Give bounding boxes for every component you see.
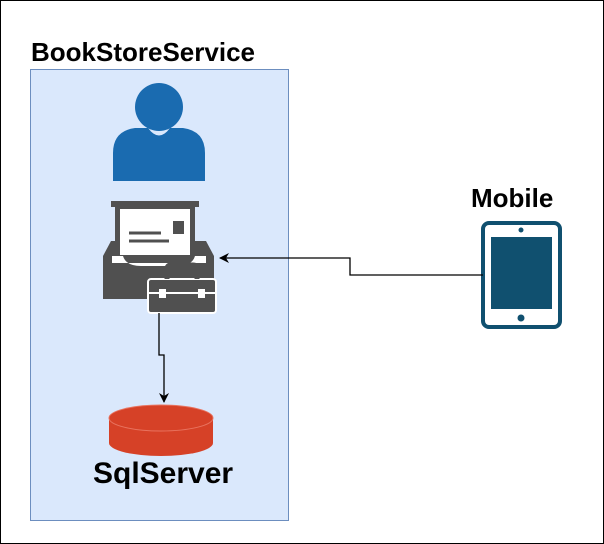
database-icon xyxy=(108,404,214,456)
mailbox-toolbox-icon xyxy=(103,201,217,314)
connector-service-to-database xyxy=(158,313,169,403)
connector-mobile-to-service xyxy=(219,253,483,276)
mobile-label: Mobile xyxy=(471,183,554,213)
user-icon xyxy=(113,83,205,181)
database-label: SqlServer xyxy=(93,457,234,490)
tablet-icon xyxy=(481,221,562,329)
service-title: BookStoreService xyxy=(31,37,255,67)
